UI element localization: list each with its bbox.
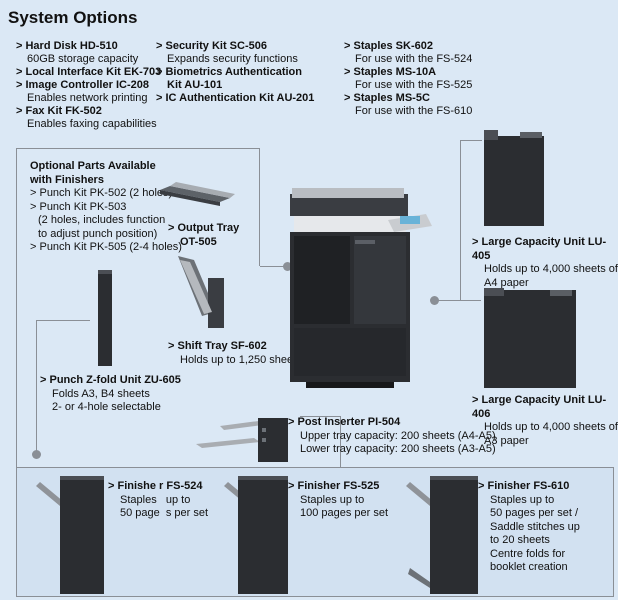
optional-parts-heading: Optional Parts Available (30, 160, 156, 172)
options-column-3: Staples SK-602 For use with the FS-524 S… (344, 40, 504, 118)
lcu-406-desc: Holds up to 4,000 sheets of (484, 421, 618, 433)
connector-line (259, 148, 260, 266)
finisher-fs525-desc: 100 pages per set (300, 507, 389, 519)
option-desc: 60GB storage capacity (27, 53, 139, 65)
shift-tray-desc: Holds up to 1,250 sheets (180, 353, 302, 366)
lcu-406-image (484, 288, 576, 388)
post-inserter-image (196, 418, 288, 462)
finisher-fs610-desc: Centre folds for (490, 547, 566, 560)
output-tray-label: Output Tray OT-505 (168, 222, 239, 249)
finisher-fs525-name: Finisher FS-525 (288, 480, 388, 494)
post-inserter-label: Post Inserter PI-504 Upper tray capacity… (288, 416, 496, 457)
lcu-405-desc: Holds up to 4,000 sheets of (484, 263, 618, 275)
punch-zfold-desc: 2- or 4-hole selectable (52, 401, 161, 413)
option-desc: For use with the FS-610 (355, 105, 473, 117)
options-column-1: Hard Disk HD-510 60GB storage capacity L… (16, 40, 166, 131)
option-name: Image Controller IC-208 (16, 79, 166, 92)
optional-parts-heading: with Finishers (30, 173, 104, 186)
option-desc: Enables faxing capabilities (27, 118, 157, 130)
output-tray-model: OT-505 (180, 235, 217, 248)
finisher-fs610-desc: Staples up to (490, 493, 555, 506)
finisher-fs610-desc: to 20 sheets (490, 534, 550, 546)
optional-part-line: to adjust punch position) (38, 227, 158, 240)
lcu-406-label: Large Capacity Unit LU-406 Holds up to 4… (472, 394, 618, 448)
lcu-405-desc: A4 paper (484, 276, 529, 289)
connector-dot (32, 450, 41, 459)
option-name: Biometrics Authentication (156, 66, 326, 79)
connector-line (340, 416, 341, 450)
shift-tray-label: Shift Tray SF-602 Holds up to 1,250 shee… (168, 340, 302, 367)
output-tray-image (160, 182, 235, 206)
finisher-fs524-desc: Staples up to (120, 493, 191, 506)
finisher-fs610-desc: Saddle stitches up (490, 520, 580, 533)
punch-zfold-label: Punch Z-fold Unit ZU-605 Folds A3, B4 sh… (40, 374, 180, 415)
punch-zfold-image (98, 270, 112, 366)
lcu-405-name: Large Capacity Unit LU-405 (472, 236, 618, 263)
output-tray-name: Output Tray (168, 222, 239, 236)
shift-tray-image (178, 256, 224, 328)
option-name-cont: Kit AU-101 (167, 79, 223, 91)
finisher-fs610-image (406, 476, 478, 594)
lcu-406-desc: A3 paper (484, 434, 529, 447)
finisher-fs525-desc: Staples up to (300, 493, 365, 506)
finisher-fs525-image (224, 476, 288, 594)
shift-tray-name: Shift Tray SF-602 (168, 340, 302, 354)
lcu-405-label: Large Capacity Unit LU-405 Holds up to 4… (472, 236, 618, 290)
finisher-fs524-label: Finishe r FS-524 Staples up to 50 page s… (108, 480, 208, 521)
punch-zfold-desc: Folds A3, B4 sheets (52, 387, 150, 400)
punch-zfold-name: Punch Z-fold Unit ZU-605 (40, 374, 180, 388)
option-desc: For use with the FS-524 (355, 53, 473, 65)
optional-part-line: > Punch Kit PK-502 (2 holes) (30, 187, 173, 199)
finisher-fs610-desc: 50 pages per set / (490, 507, 579, 519)
optional-parts-block: Optional Parts Available with Finishers … (30, 160, 200, 255)
post-inserter-desc: Upper tray capacity: 200 sheets (A4-A5) (300, 429, 496, 442)
optional-part-line: (2 holes, includes function (38, 214, 166, 226)
option-name: IC Authentication Kit AU-201 (156, 92, 326, 105)
options-column-2: Security Kit SC-506 Expands security fun… (156, 40, 326, 105)
connector-line (340, 450, 341, 467)
option-name: Security Kit SC-506 (156, 40, 326, 53)
option-desc: For use with the FS-525 (355, 79, 473, 91)
connector-line (16, 148, 260, 149)
copier-image (290, 188, 432, 388)
connector-line (36, 320, 37, 453)
option-name: Hard Disk HD-510 (16, 40, 166, 53)
connector-line (435, 300, 481, 301)
option-name: Fax Kit FK-502 (16, 105, 166, 118)
option-name: Staples SK-602 (344, 40, 504, 53)
finisher-fs525-label: Finisher FS-525 Staples up to 100 pages … (288, 480, 388, 521)
lcu-405-image (484, 130, 544, 226)
connector-line (36, 320, 90, 321)
finisher-fs610-desc: booklet creation (490, 561, 568, 573)
post-inserter-desc: Lower tray capacity: 200 sheets (A3-A5) (300, 443, 496, 455)
connector-line (460, 140, 482, 141)
option-name: Staples MS-5C (344, 92, 504, 105)
option-name: Staples MS-10A (344, 66, 504, 79)
page-title: System Options (8, 8, 138, 27)
connector-dot (283, 262, 292, 271)
optional-part-line: > Punch Kit PK-503 (30, 200, 127, 213)
post-inserter-name: Post Inserter PI-504 (288, 416, 496, 430)
connector-line (460, 140, 461, 300)
finisher-fs524-desc: 50 page s per set (120, 507, 209, 519)
connector-line (16, 148, 17, 524)
option-name: Local Interface Kit EK-703 (16, 66, 166, 79)
option-desc: Enables network printing (27, 92, 148, 104)
finisher-fs524-name: Finishe r FS-524 (108, 480, 208, 494)
option-desc: Expands security functions (167, 53, 298, 65)
connector-line (260, 266, 288, 267)
connector-dot (430, 296, 439, 305)
finisher-fs524-image (36, 476, 104, 594)
finisher-fs610-name: Finisher FS-610 (478, 480, 580, 494)
optional-part-line: > Punch Kit PK-505 (2-4 holes) (30, 241, 182, 253)
finisher-fs610-label: Finisher FS-610 Staples up to 50 pages p… (478, 480, 580, 575)
